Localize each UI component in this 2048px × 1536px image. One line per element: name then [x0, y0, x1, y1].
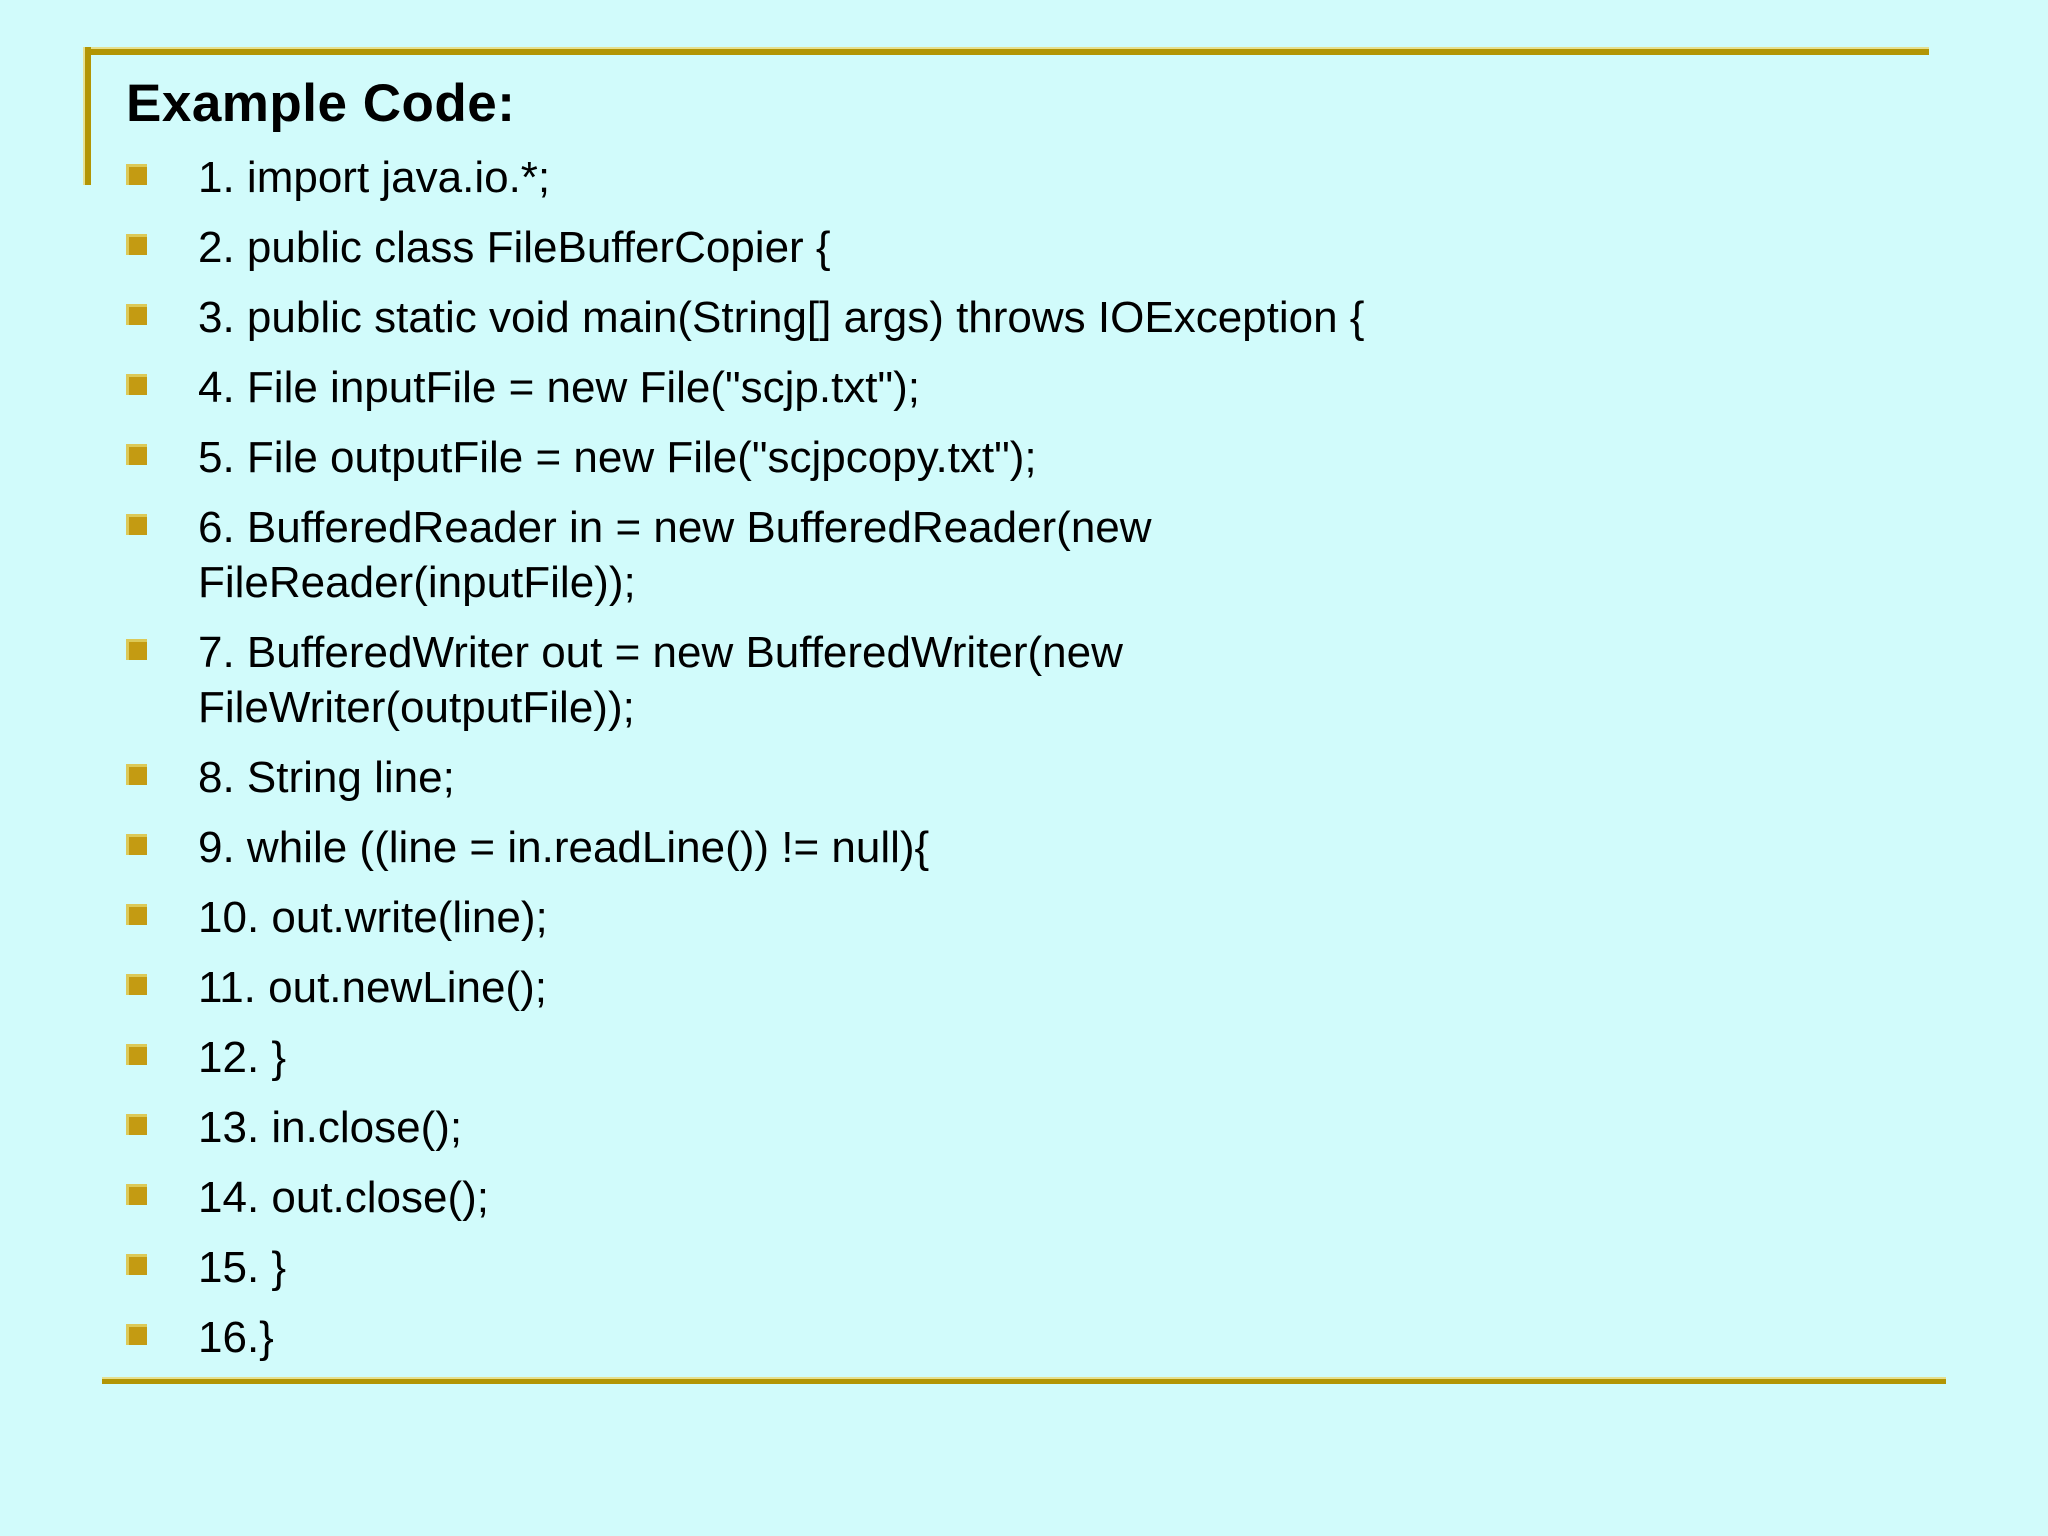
slide-title: Example Code:: [126, 74, 516, 133]
code-line-text: 2. public class FileBufferCopier {: [198, 223, 831, 272]
bullet-square-icon: [126, 1044, 147, 1065]
code-line-text: 5. File outputFile = new File("scjpcopy.…: [198, 433, 1037, 482]
code-line-item: 1. import java.io.*;: [126, 150, 1926, 205]
code-line-text: 1. import java.io.*;: [198, 153, 551, 202]
code-line-item: 10. out.write(line);: [126, 890, 1926, 945]
code-line-text: 15. }: [198, 1243, 287, 1292]
code-line-text: 12. }: [198, 1033, 287, 1082]
code-line-item: 2. public class FileBufferCopier {: [126, 220, 1926, 275]
bullet-square-icon: [126, 234, 147, 255]
bottom-border-line: [102, 1377, 1946, 1384]
bullet-square-icon: [126, 374, 147, 395]
code-line-item: 13. in.close();: [126, 1100, 1926, 1155]
code-line-text: 7. BufferedWriter out = new BufferedWrit…: [198, 628, 1123, 732]
code-line-item: 16.}: [126, 1310, 1926, 1365]
code-line-item: 5. File outputFile = new File("scjpcopy.…: [126, 430, 1926, 485]
code-line-text: 11. out.newLine();: [198, 963, 547, 1012]
bullet-square-icon: [126, 1324, 147, 1345]
code-line-text: 10. out.write(line);: [198, 893, 548, 942]
code-line-text: 3. public static void main(String[] args…: [198, 293, 1365, 342]
code-line-item: 6. BufferedReader in = new BufferedReade…: [126, 500, 1926, 610]
code-line-item: 9. while ((line = in.readLine()) != null…: [126, 820, 1926, 875]
bullet-square-icon: [126, 164, 147, 185]
code-line-text: 9. while ((line = in.readLine()) != null…: [198, 823, 930, 872]
code-line-item: 4. File inputFile = new File("scjp.txt")…: [126, 360, 1926, 415]
code-list: 1. import java.io.*; 2. public class Fil…: [126, 150, 1926, 1365]
bullet-square-icon: [126, 974, 147, 995]
code-line-item: 8. String line;: [126, 750, 1926, 805]
bullet-square-icon: [126, 764, 147, 785]
code-line-item: 15. }: [126, 1240, 1926, 1295]
bullet-square-icon: [126, 904, 147, 925]
bullet-square-icon: [126, 1114, 147, 1135]
bullet-square-icon: [126, 304, 147, 325]
code-line-text: 14. out.close();: [198, 1173, 490, 1222]
code-line-item: 7. BufferedWriter out = new BufferedWrit…: [126, 625, 1926, 735]
bullet-square-icon: [126, 444, 147, 465]
bullet-square-icon: [126, 834, 147, 855]
bullet-square-icon: [126, 1254, 147, 1275]
code-line-item: 14. out.close();: [126, 1170, 1926, 1225]
bullet-square-icon: [126, 639, 147, 660]
left-border-line: [83, 47, 91, 185]
bullet-square-icon: [126, 1184, 147, 1205]
code-line-item: 3. public static void main(String[] args…: [126, 290, 1926, 345]
code-line-text: 6. BufferedReader in = new BufferedReade…: [198, 503, 1152, 607]
code-line-text: 16.}: [198, 1313, 274, 1362]
code-line-item: 12. }: [126, 1030, 1926, 1085]
code-line-item: 11. out.newLine();: [126, 960, 1926, 1015]
code-line-text: 4. File inputFile = new File("scjp.txt")…: [198, 363, 921, 412]
code-line-text: 8. String line;: [198, 753, 455, 802]
code-line-text: 13. in.close();: [198, 1103, 463, 1152]
bullet-square-icon: [126, 514, 147, 535]
slide-content: Example Code: 1. import java.io.*; 2. pu…: [126, 72, 1926, 1380]
top-border-line: [83, 47, 1929, 55]
